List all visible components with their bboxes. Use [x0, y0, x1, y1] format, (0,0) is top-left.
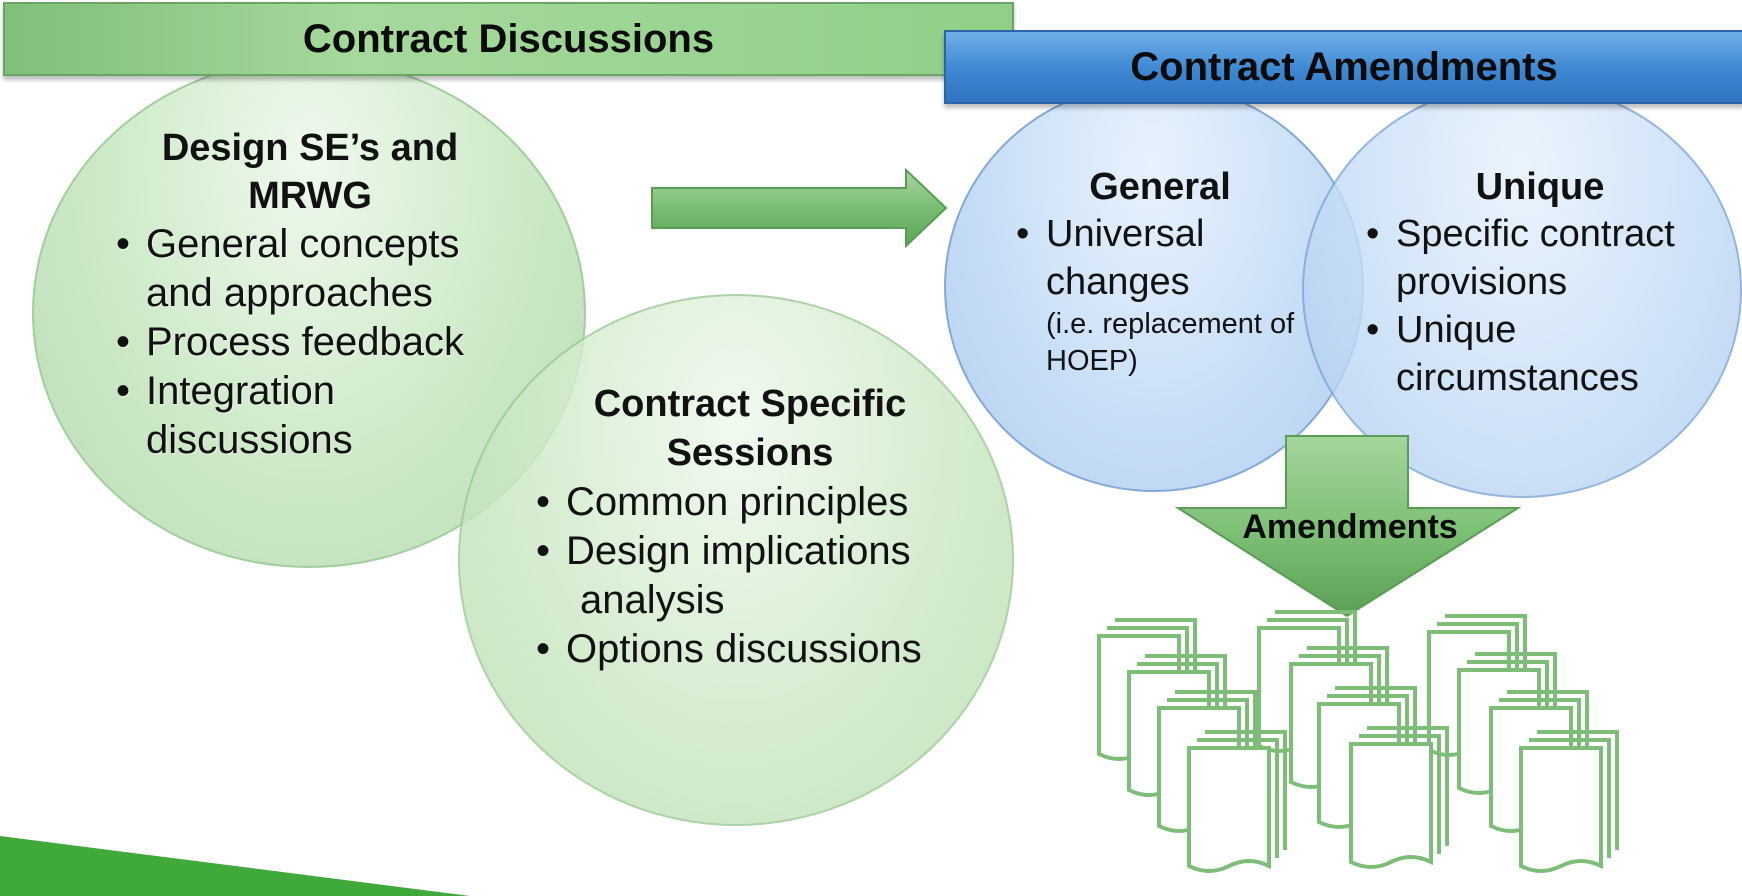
- general-heading: General: [1089, 166, 1231, 208]
- general-circle-content: General Universal changes (i.e. replacem…: [1010, 164, 1310, 380]
- list-item: Process feedback: [110, 318, 510, 367]
- amendments-label: Amendments: [1242, 508, 1458, 546]
- unique-circle-content: Unique Specific contract provisions Uniq…: [1360, 164, 1720, 402]
- list-item: Integration discussions: [110, 367, 510, 465]
- contract-amendments-title: Contract Amendments: [1130, 44, 1558, 89]
- list-item: Unique circumstances: [1360, 306, 1720, 402]
- general-list: Universal changes: [1010, 210, 1310, 306]
- decorative-stripe: [0, 836, 470, 896]
- list-item-continuation: analysis: [580, 578, 725, 622]
- general-note: (i.e. replacement of HOEP): [1046, 308, 1295, 377]
- list-item: Options discussions: [530, 625, 970, 674]
- list-item: General concepts and approaches: [110, 220, 510, 318]
- list-item: Universal changes: [1010, 210, 1310, 306]
- session-circle-content: Contract Specific Sessions Common princi…: [530, 380, 970, 674]
- design-heading: Design SE’s and MRWG: [161, 127, 459, 217]
- design-circle-content: Design SE’s and MRWG General concepts an…: [110, 124, 510, 465]
- session-list: Common principles Design implications an…: [530, 478, 970, 674]
- down-arrow-icon: [1174, 435, 1522, 618]
- contract-discussions-title: Contract Discussions: [302, 16, 715, 61]
- unique-heading: Unique: [1475, 166, 1605, 208]
- session-heading: Contract Specific Sessions: [593, 383, 907, 474]
- list-item: Design implications: [530, 527, 970, 576]
- list-item: Specific contract provisions: [1360, 210, 1720, 306]
- contract-amendments-banner: Contract Amendments: [944, 30, 1742, 104]
- contract-discussions-banner: Contract Discussions: [3, 2, 1014, 76]
- unique-list: Specific contract provisions Unique circ…: [1360, 210, 1720, 402]
- document-stack-icon: [1097, 610, 1619, 873]
- right-arrow-icon: [651, 168, 948, 248]
- design-list: General concepts and approaches Process …: [110, 220, 510, 465]
- list-item: Common principles: [530, 478, 970, 527]
